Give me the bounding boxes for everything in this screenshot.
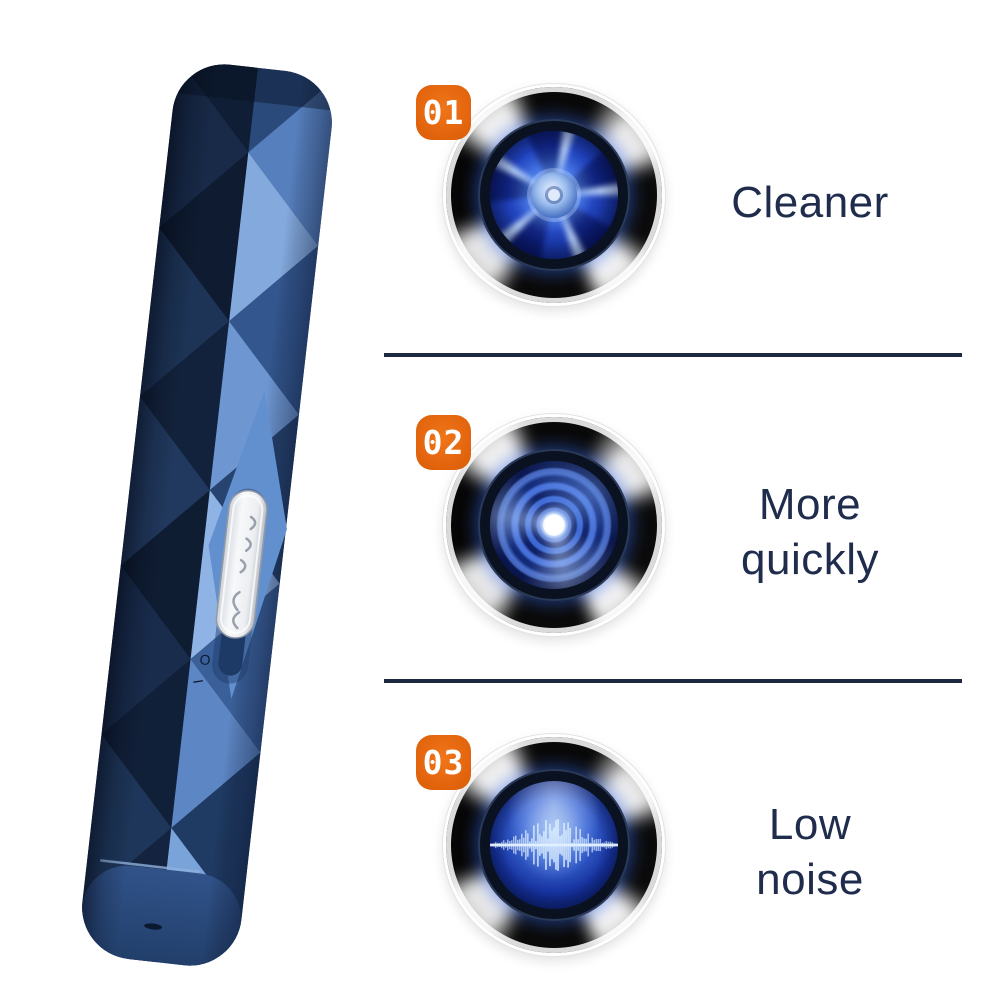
feature-label-line: noise [756, 855, 864, 904]
feature-row-low-noise: 03 Low noise [383, 734, 965, 958]
feature-label-line: Cleaner [731, 177, 889, 227]
switch-mark-off: O [199, 651, 212, 668]
blue-rings-graphic [478, 449, 630, 601]
feature-number-badge: 01 [416, 85, 471, 140]
blue-sphere-graphic [478, 769, 630, 921]
power-switch: O I [190, 390, 287, 699]
divider [384, 353, 962, 357]
feature-label: Cleaner [700, 84, 920, 308]
trimmer-head-photo-fan [443, 84, 665, 306]
feature-label-line: More [758, 480, 862, 529]
feature-number-badge: 02 [416, 415, 471, 470]
fan-hub [531, 172, 577, 218]
trimmer-head-photo-rings [443, 414, 665, 636]
feature-row-more-quickly: 02 More quickly [383, 414, 965, 638]
feature-label: More quickly [700, 414, 920, 638]
feature-label-line: quickly [741, 535, 879, 584]
feature-label-line: Low [768, 800, 852, 849]
soundwave-icon [490, 819, 618, 871]
feature-number-badge: 03 [416, 735, 471, 790]
feature-row-cleaner: 01 Cleaner [383, 84, 965, 308]
divider [384, 679, 962, 683]
switch-mark-on: I [190, 678, 206, 684]
blue-fan-graphic [478, 119, 630, 271]
trimmer-head-photo-soundwave [443, 734, 665, 956]
device-body: O I [76, 58, 338, 972]
center-hole [543, 514, 565, 536]
feature-label: Low noise [700, 734, 920, 958]
